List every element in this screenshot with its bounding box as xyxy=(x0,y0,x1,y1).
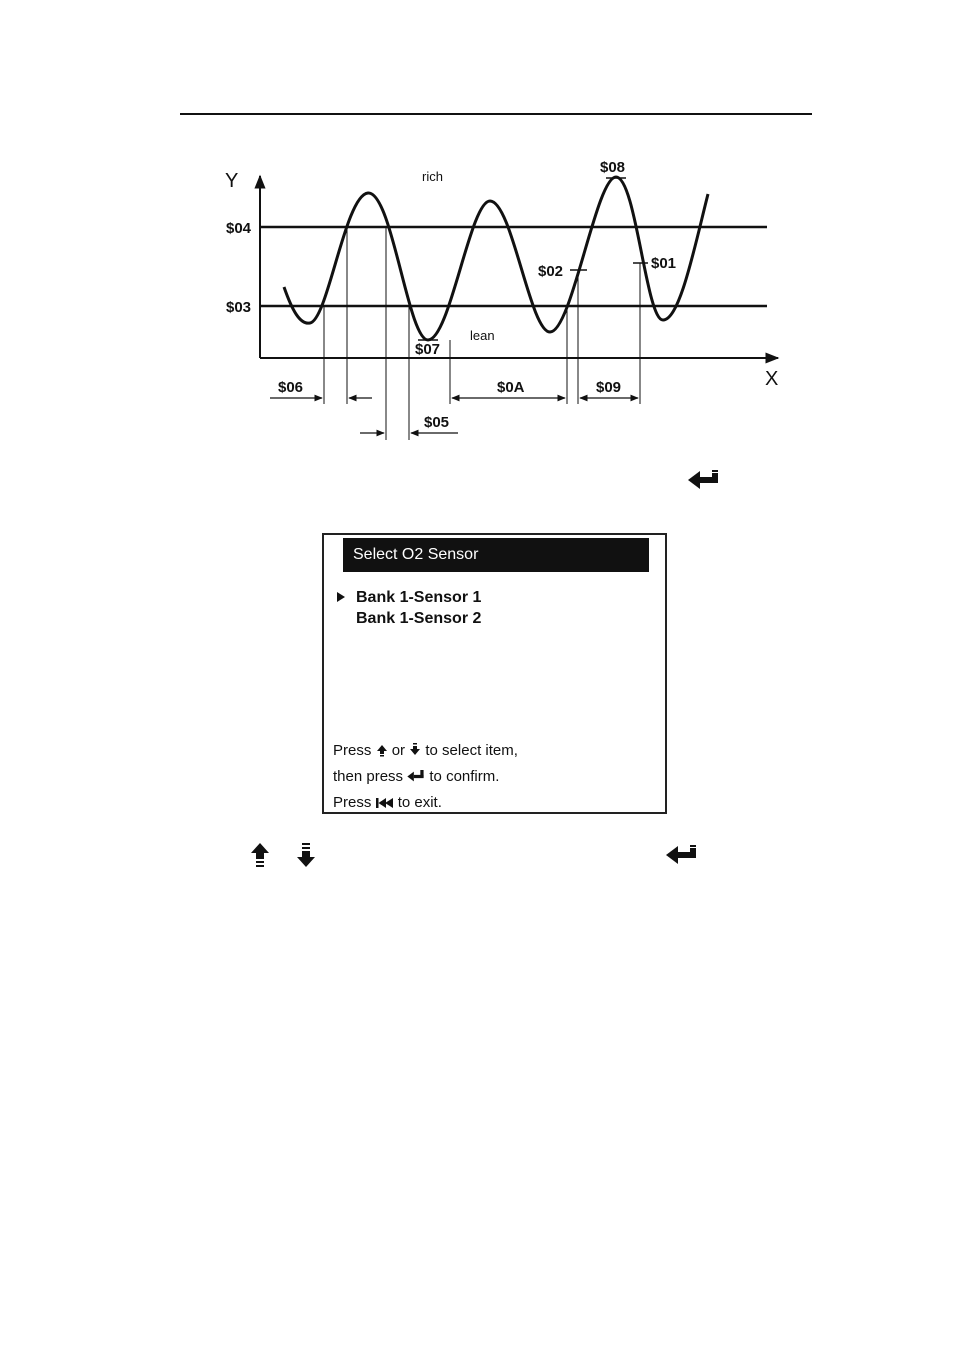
help-text: to confirm. xyxy=(429,768,499,785)
selection-cursor-icon xyxy=(337,592,345,602)
label-09: $09 xyxy=(596,379,621,396)
help-text: or xyxy=(392,742,405,759)
down-arrow-icon xyxy=(296,842,316,868)
o2-sensor-diagram: Y X rich lean $04 $03 $08 $02 $01 $07 $0… xyxy=(0,0,954,460)
menu-item-bank1-sensor1[interactable]: Bank 1-Sensor 1 xyxy=(356,589,481,607)
help-text: to exit. xyxy=(398,794,442,811)
up-arrow-icon xyxy=(250,842,270,868)
help-text: Press xyxy=(333,742,371,759)
enter-icon xyxy=(407,770,425,783)
label-08: $08 xyxy=(600,159,625,176)
label-03: $03 xyxy=(226,299,251,316)
menu-item-bank1-sensor2[interactable]: Bank 1-Sensor 2 xyxy=(356,610,481,628)
down-arrow-icon xyxy=(409,743,421,757)
enter-icon xyxy=(688,468,720,492)
lean-label: lean xyxy=(470,328,495,343)
label-01: $01 xyxy=(651,255,676,272)
up-arrow-icon xyxy=(376,743,388,757)
label-06: $06 xyxy=(278,379,303,396)
label-0a: $0A xyxy=(497,379,525,396)
y-axis-label: Y xyxy=(225,170,238,192)
help-text: Press xyxy=(333,794,371,811)
label-04: $04 xyxy=(226,220,252,237)
x-axis-label: X xyxy=(765,368,778,390)
device-screen: Select O2 Sensor Bank 1-Sensor 1 Bank 1-… xyxy=(322,533,667,814)
help-text: then press xyxy=(333,768,403,785)
help-line-1: Press or to select item, xyxy=(333,742,518,759)
screen-title: Select O2 Sensor xyxy=(343,538,649,572)
help-line-3: Press to exit. xyxy=(333,794,442,811)
rich-label: rich xyxy=(422,169,443,184)
label-02: $02 xyxy=(538,263,563,280)
help-line-2: then press to confirm. xyxy=(333,768,499,785)
label-07: $07 xyxy=(415,341,440,358)
back-icon xyxy=(376,797,394,809)
label-05: $05 xyxy=(424,414,449,431)
enter-icon xyxy=(666,843,698,867)
help-text: to select item, xyxy=(425,742,518,759)
sensor-waveform xyxy=(284,177,708,340)
